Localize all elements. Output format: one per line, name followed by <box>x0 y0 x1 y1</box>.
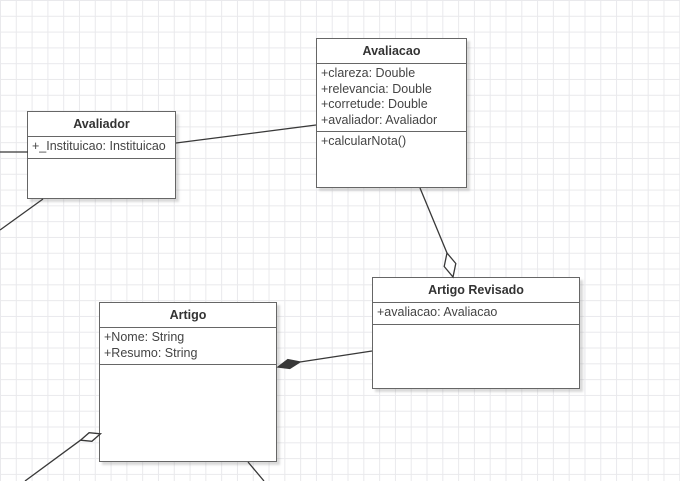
aggregation-diamond-artigo[interactable] <box>78 432 103 442</box>
attribute-row: +clareza: Double <box>321 66 416 80</box>
class-avaliador[interactable]: Avaliador +_Instituicao: Instituicao <box>27 111 176 199</box>
attribute-row: +avaliacao: Avaliacao <box>377 305 498 319</box>
edge-avaliador-offscreen[interactable] <box>0 198 44 231</box>
class-title-artigo-revisado: Artigo Revisado <box>373 278 579 303</box>
attribute-row: +Resumo: String <box>104 345 198 360</box>
attribute-row: +relevancia: Double <box>321 81 432 96</box>
attributes-section: +Nome: String +Resumo: String <box>100 328 276 365</box>
edge-artigo-artigorevisado[interactable] <box>299 350 373 363</box>
class-avaliacao[interactable]: Avaliacao +clareza: Double +relevancia: … <box>316 38 467 188</box>
composition-diamond-artigo[interactable] <box>276 358 302 370</box>
methods-section <box>100 365 276 461</box>
methods-section <box>28 159 175 199</box>
attributes-section: +_Instituicao: Instituicao <box>28 137 175 159</box>
attribute-row: +corretude: Double <box>321 97 428 111</box>
methods-section <box>373 325 579 389</box>
class-title-avaliacao: Avaliacao <box>317 39 466 64</box>
attributes-section: +avaliacao: Avaliacao <box>373 303 579 325</box>
edge-avaliador-avaliacao[interactable] <box>175 124 317 144</box>
edge-artigo-offscreen[interactable] <box>247 461 265 481</box>
class-title-artigo: Artigo <box>100 303 276 328</box>
method-row: +calcularNota() <box>321 134 407 148</box>
methods-section: +calcularNota() <box>317 132 466 187</box>
edge-offscreen-artigo-aggregation[interactable] <box>24 439 81 481</box>
attribute-row: +avaliador: Avaliador <box>321 112 438 127</box>
class-artigo-revisado[interactable]: Artigo Revisado +avaliacao: Avaliacao <box>372 277 580 389</box>
class-title-avaliador: Avaliador <box>28 112 175 137</box>
attributes-section: +clareza: Double +relevancia: Double +co… <box>317 64 466 132</box>
class-artigo[interactable]: Artigo +Nome: String +Resumo: String <box>99 302 277 462</box>
aggregation-diamond-artigorevisado[interactable] <box>443 251 457 279</box>
edge-avaliacao-artigorevisado[interactable] <box>419 187 448 254</box>
attribute-row: +_Instituicao: Instituicao <box>32 139 166 153</box>
attribute-row: +Nome: String <box>104 330 185 344</box>
